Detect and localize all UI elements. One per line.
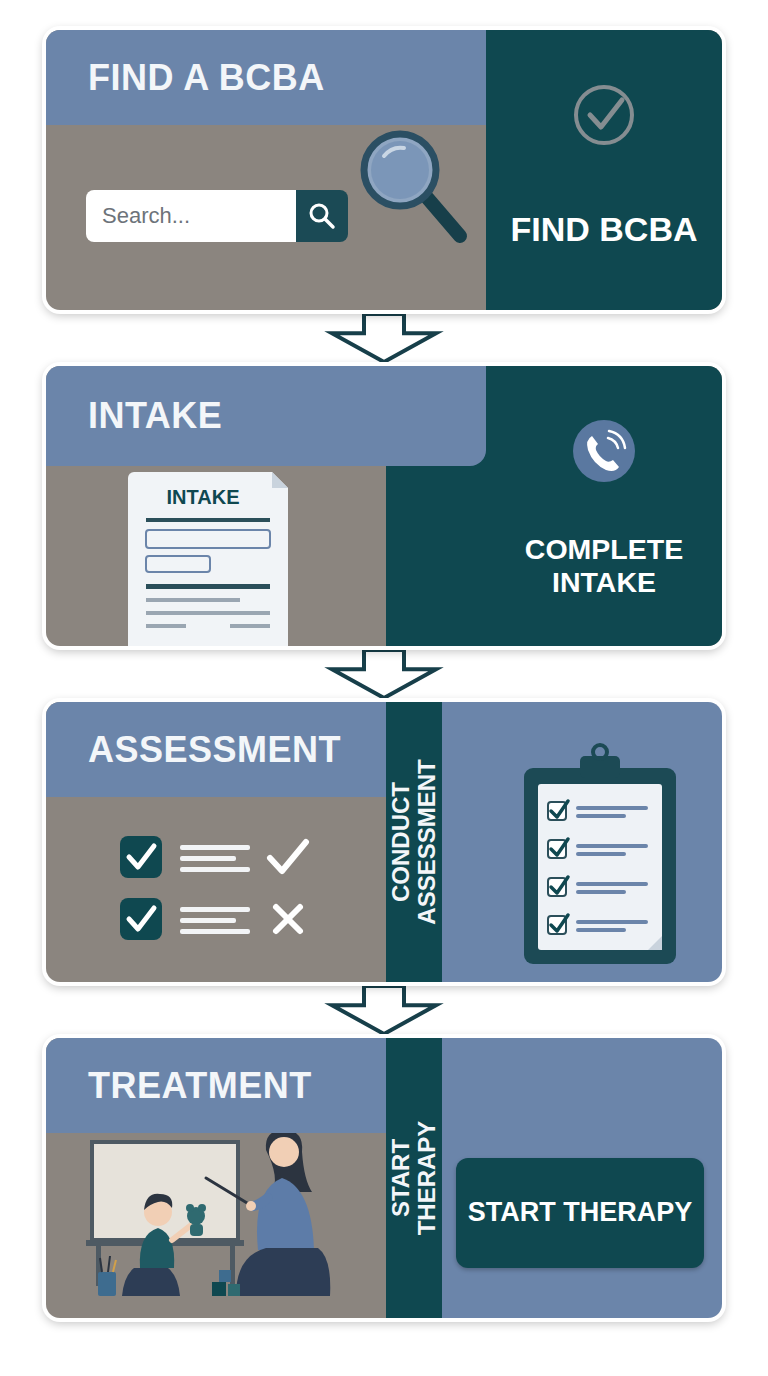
flow-arrow: [332, 650, 436, 698]
vertical-label: CONDUCT ASSESSMENT: [388, 752, 440, 932]
checklist-rows: [120, 836, 306, 940]
phone-icon: [573, 420, 635, 482]
step-panel: FIND A BCBAFIND BCBA Search...: [46, 30, 722, 310]
start-button: START THERAPY: [456, 1158, 704, 1268]
step-label: COMPLETE INTAKE: [496, 506, 712, 626]
therapy-scene: [86, 1130, 330, 1296]
form-lines: [146, 472, 288, 628]
clipboard: [524, 745, 676, 964]
search-icon: [311, 205, 333, 227]
flow-arrow: [332, 314, 436, 362]
intake-document: INTAKE: [128, 472, 288, 646]
step-label: FIND BCBA: [496, 170, 712, 290]
flow-arrow: [332, 986, 436, 1034]
vertical-label: START THERAPY: [388, 1088, 440, 1268]
step-panel: ASSESSMENTCONDUCT ASSESSMENT: [46, 702, 722, 982]
action-panel: FIND BCBA: [486, 30, 722, 310]
label-strip: CONDUCT ASSESSMENT: [386, 702, 442, 982]
step-label: START THERAPY: [466, 1158, 694, 1268]
step-heading: ASSESSMENT: [46, 702, 386, 797]
search-box: Search...: [86, 190, 348, 242]
magnifier: [364, 134, 460, 236]
step-heading: FIND A BCBA: [46, 30, 486, 125]
label-strip: START THERAPY: [386, 1038, 442, 1318]
check-icon: [576, 87, 632, 143]
step-label: Search...: [102, 190, 292, 242]
step-panel: INTAKECOMPLETE INTAKEINTAKE: [46, 366, 722, 646]
step-heading: INTAKE: [46, 366, 486, 466]
step-heading: TREATMENT: [46, 1038, 386, 1133]
step-label: INTAKE: [128, 480, 278, 514]
step-panel: TREATMENTSTART THERAPYSTART THERAPY: [46, 1038, 722, 1318]
